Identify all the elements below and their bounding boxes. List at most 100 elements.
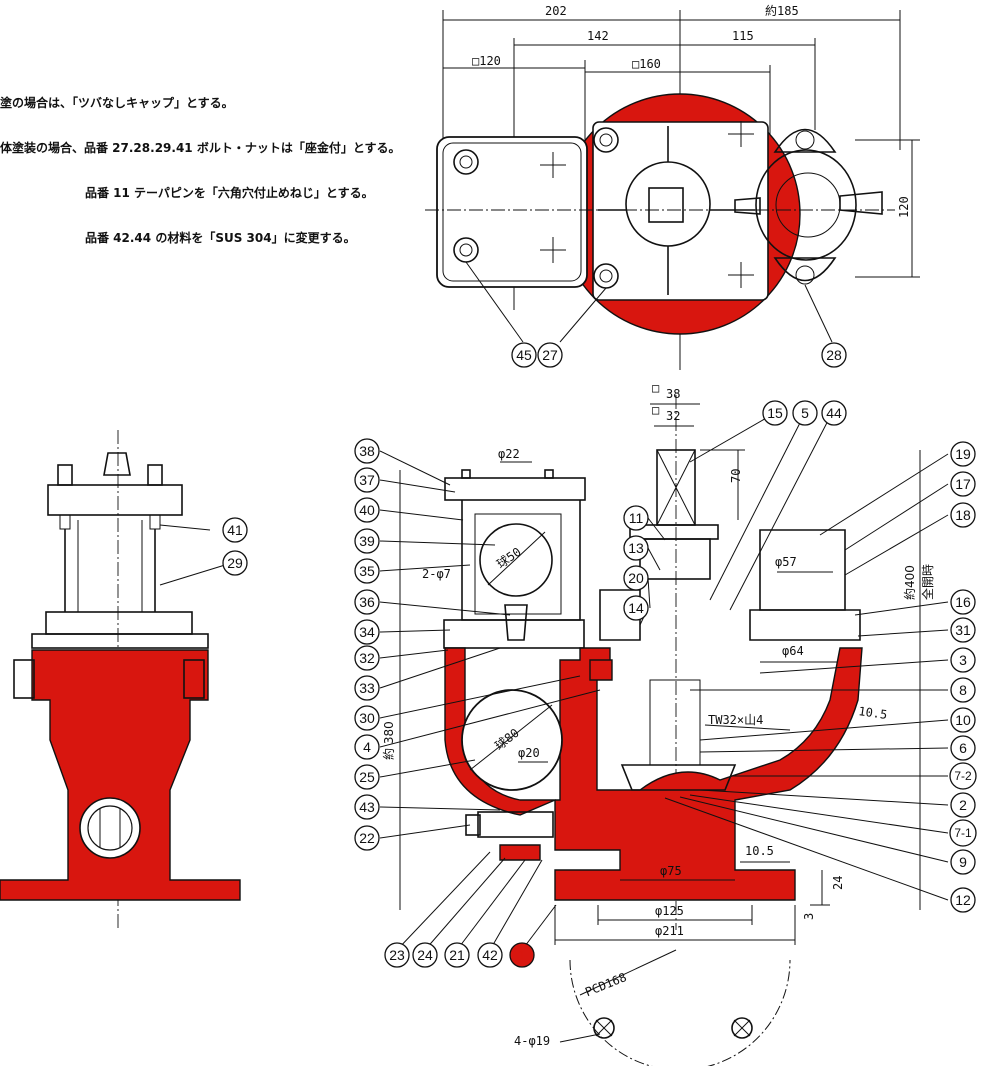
- dim-phi22: φ22: [498, 447, 520, 461]
- main-body-section: [444, 647, 863, 901]
- svg-text:17: 17: [955, 476, 971, 492]
- body-side: [0, 649, 241, 901]
- dim-202: 202: [545, 4, 567, 18]
- balloon-11: 11: [623, 505, 649, 531]
- dim-sq38: 38: [666, 387, 680, 401]
- svg-text:39: 39: [359, 533, 375, 549]
- dim-3: 3: [802, 913, 816, 920]
- balloon-20: 20: [623, 565, 649, 591]
- balloon-31: 31: [950, 617, 976, 643]
- dim-142: 142: [587, 29, 609, 43]
- dim-phi75: φ75: [660, 864, 682, 878]
- balloon-36: 36: [354, 589, 380, 615]
- svg-text:23: 23: [389, 947, 405, 963]
- cover-plate-120: [436, 136, 588, 288]
- dim-v120: 120: [897, 196, 911, 218]
- dim-70: 70: [729, 469, 743, 483]
- front-balloons-mid: 11 13 20 14: [623, 505, 649, 621]
- balloon-4: 4: [354, 734, 380, 760]
- side-balloons: 41 29: [222, 517, 248, 576]
- svg-text:16: 16: [955, 594, 971, 610]
- dim-thread: TW32×山4: [708, 713, 763, 727]
- balloon-24: 24: [412, 942, 438, 968]
- balloon-37: 37: [354, 467, 380, 493]
- balloon-34: 34: [354, 619, 380, 645]
- svg-text:45: 45: [516, 347, 532, 363]
- dim-24: 24: [831, 876, 845, 890]
- balloon-44: 44: [821, 400, 847, 426]
- balloon-40: 40: [354, 497, 380, 523]
- balloon-5: 5: [792, 400, 818, 426]
- side-view: 41 29: [0, 430, 248, 930]
- balloon-8: 8: [950, 677, 976, 703]
- svg-text:33: 33: [359, 680, 375, 696]
- balloon-35: 35: [354, 558, 380, 584]
- balloon-23: 23: [384, 942, 410, 968]
- balloon-2: 2: [950, 792, 976, 818]
- balloon-45: 45: [511, 342, 537, 368]
- dim-phi211: φ211: [655, 924, 684, 938]
- balloon-10: 10: [950, 707, 976, 733]
- svg-text:36: 36: [359, 594, 375, 610]
- balloon-25: 25: [354, 764, 380, 790]
- svg-text:37: 37: [359, 472, 375, 488]
- dim-sq120: □120: [472, 54, 501, 68]
- balloon-21: 21: [444, 942, 470, 968]
- svg-text:22: 22: [359, 830, 375, 846]
- balloon-29: 29: [222, 550, 248, 576]
- top-view: 202 約185 142 115 □120 □160 120: [425, 3, 920, 370]
- dim-185: 約185: [765, 3, 799, 18]
- balloon-3: 3: [950, 647, 976, 673]
- balloon-22: 22: [354, 825, 380, 851]
- svg-text:15: 15: [767, 405, 783, 421]
- svg-text:25: 25: [359, 769, 375, 785]
- note-line-2: 体塗装の場合、品番 27.28.29.41 ボルト・ナットは「座金付」とする。: [0, 141, 401, 155]
- svg-text:24: 24: [417, 947, 433, 963]
- dim-phi125: φ125: [655, 904, 684, 918]
- svg-text:38: 38: [359, 443, 375, 459]
- front-balloons-top: 15 5 44: [762, 400, 847, 426]
- balloon-32: 32: [354, 645, 380, 671]
- balloon-7-2: 7-2: [949, 762, 977, 790]
- svg-text:10: 10: [955, 712, 971, 728]
- balloon-27: 27: [537, 342, 563, 368]
- balloon-42: 42: [477, 942, 503, 968]
- svg-text:30: 30: [359, 710, 375, 726]
- svg-text:14: 14: [628, 600, 644, 616]
- svg-text:34: 34: [359, 624, 375, 640]
- svg-text:18: 18: [955, 507, 971, 523]
- svg-text:7-2: 7-2: [954, 769, 972, 783]
- front-view: □ 38 □ 32 70 球50 φ22 2-φ7 φ57: [354, 381, 977, 1066]
- balloon-9: 9: [950, 849, 976, 875]
- svg-text:□: □: [652, 403, 659, 417]
- dim-380: 約 380: [381, 721, 396, 760]
- dim-115: 115: [732, 29, 754, 43]
- balloon-41: 41: [222, 517, 248, 543]
- svg-text:□: □: [652, 381, 659, 395]
- svg-text:32: 32: [359, 650, 375, 666]
- note-line-3: 品番 11 テーパピンを「六角穴付止めねじ」とする。: [85, 186, 374, 200]
- top-balloons: 45 27 28: [511, 342, 847, 368]
- balloon-6: 6: [950, 735, 976, 761]
- svg-text:44: 44: [826, 405, 842, 421]
- dim-2phi7: 2-φ7: [422, 567, 451, 581]
- dim-105a: 10.5: [858, 704, 889, 722]
- svg-text:3: 3: [959, 652, 967, 668]
- balloon-43: 43: [354, 794, 380, 820]
- dim-sq160: □160: [632, 57, 661, 71]
- balloon-12: 12: [950, 887, 976, 913]
- balloon-13: 13: [623, 535, 649, 561]
- balloon-28: 28: [821, 342, 847, 368]
- note-line-1: 塗の場合は、「ツバなしキャップ」とする。: [0, 96, 234, 110]
- balloon-1: 1: [509, 942, 535, 968]
- balloon-14: 14: [623, 595, 649, 621]
- front-balloons-bottom: 23 24 21 42 1: [384, 942, 535, 968]
- square-flange-160: [592, 121, 769, 301]
- svg-text:11: 11: [629, 510, 644, 526]
- dim-sq32: 32: [666, 409, 680, 423]
- svg-text:41: 41: [227, 522, 243, 538]
- svg-text:27: 27: [542, 347, 558, 363]
- balloon-15: 15: [762, 400, 788, 426]
- balloon-39: 39: [354, 528, 380, 554]
